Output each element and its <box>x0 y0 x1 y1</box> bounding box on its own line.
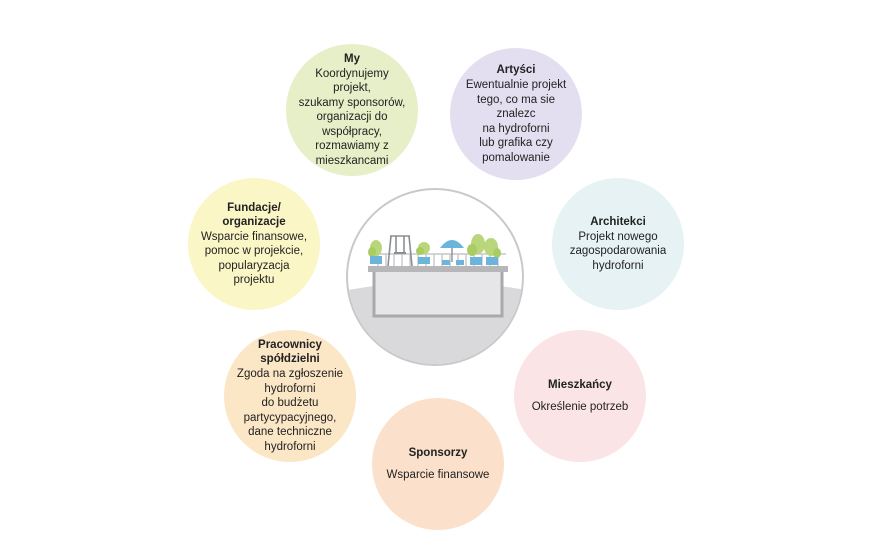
node-my-desc: Koordynujemy projekt, szukamy sponsorów,… <box>298 67 406 167</box>
node-mieszkancy: Mieszkańcy Określenie potrzeb <box>514 330 646 462</box>
node-sponsorzy-desc: Wsparcie finansowe <box>386 468 490 481</box>
node-mieszkancy-title: Mieszkańcy <box>548 378 612 391</box>
node-pracownicy-title: Pracownicy spółdzielni <box>258 339 322 365</box>
node-fundacje-title: Fundacje/ organizacje <box>222 201 286 228</box>
node-pracownicy-desc: Zgoda na zgłoszenie hydroforni do budżet… <box>236 368 344 453</box>
node-artysci: Artyści Ewentualnie projekt tego, co ma … <box>450 48 582 180</box>
center-circle <box>346 188 524 366</box>
node-sponsorzy-title: Sponsorzy <box>408 446 468 459</box>
node-architekci-title: Architekci <box>590 215 646 228</box>
node-mieszkancy-desc: Określenie potrzeb <box>531 400 629 413</box>
node-pracownicy: Pracownicy spółdzielni Zgoda na zgłoszen… <box>224 330 356 462</box>
node-fundacje-desc: Wsparcie finansowe, pomoc w projekcie, p… <box>200 230 308 287</box>
node-fundacje: Fundacje/ organizacje Wsparcie finansowe… <box>188 178 320 310</box>
rooftop-garden-building-icon <box>348 234 522 364</box>
node-artysci-title: Artyści <box>496 64 536 76</box>
node-architekci: Architekci Projekt nowego zagospodarowan… <box>552 178 684 310</box>
node-architekci-desc: Projekt nowego zagospodarowania hydrofor… <box>569 230 667 272</box>
node-my: My Koordynujemy projekt, szukamy sponsor… <box>286 44 418 176</box>
node-artysci-desc: Ewentualnie projekt tego, co ma sie znal… <box>465 79 567 164</box>
node-sponsorzy: Sponsorzy Wsparcie finansowe <box>372 398 504 530</box>
node-my-title: My <box>344 52 360 65</box>
